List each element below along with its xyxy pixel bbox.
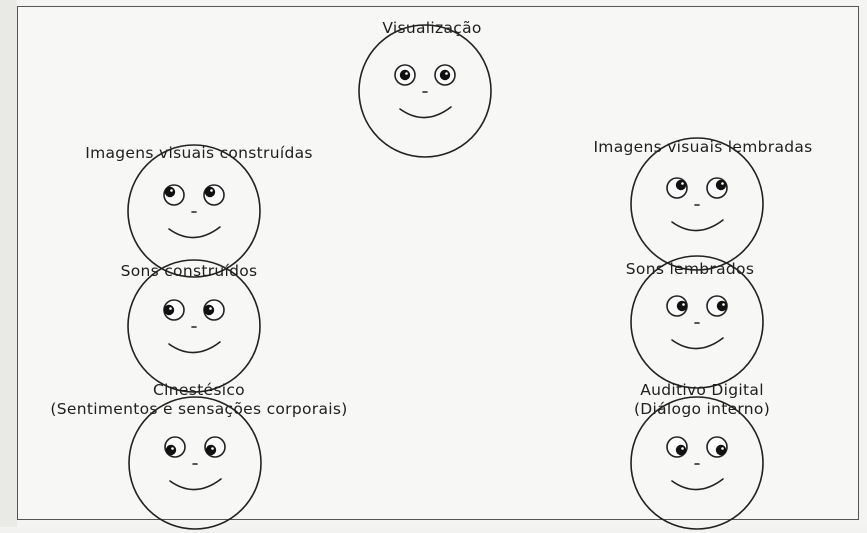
- pupil-highlight: [445, 72, 448, 75]
- left-pupil: [164, 186, 176, 198]
- face-auditivo-digital: [627, 393, 767, 533]
- mouth: [399, 106, 452, 119]
- left-pupil: [676, 300, 688, 312]
- left-pupil: [675, 444, 687, 456]
- face-outline: [630, 396, 764, 530]
- face-outline: [127, 259, 261, 393]
- label-imagens-visuais-lembradas: Imagens visuais lembradas: [593, 138, 812, 157]
- left-pupil: [163, 304, 175, 316]
- face-outline: [630, 255, 764, 389]
- pupil-highlight: [210, 189, 213, 192]
- face-outline: [358, 24, 492, 158]
- label-line: (Sentimentos e sensações corporais): [50, 400, 348, 418]
- face-outline: [630, 137, 764, 271]
- mouth: [169, 478, 222, 491]
- face-imagens-visuais-construidas: [124, 141, 264, 281]
- mouth: [671, 478, 724, 491]
- pupil-highlight: [211, 447, 214, 450]
- diagram-frame: [17, 6, 859, 520]
- label-auditivo-digital: Auditivo Digital (Diálogo interno): [634, 381, 770, 419]
- pupil-highlight: [722, 303, 725, 306]
- pupil-highlight: [681, 182, 684, 185]
- label-line: Sons lembrados: [625, 260, 755, 278]
- face-outline: [127, 144, 261, 278]
- label-sons-lembrados: Sons lembrados: [626, 260, 754, 279]
- face-drawing: [127, 144, 261, 278]
- left-pupil: [165, 444, 177, 456]
- right-pupil: [203, 304, 215, 316]
- label-cinestesico: Cinestésico (Sentimentos e sensações cor…: [50, 381, 347, 419]
- face-sons-lembrados: [627, 252, 767, 392]
- face-imagens-visuais-lembradas: [627, 134, 767, 274]
- right-pupil: [716, 300, 728, 312]
- right-pupil: [204, 186, 216, 198]
- pupil-highlight: [209, 307, 212, 310]
- right-pupil: [439, 69, 451, 81]
- pupil-highlight: [169, 307, 172, 310]
- face-visualizacao: [355, 21, 495, 161]
- pupil-highlight: [681, 447, 684, 450]
- mouth: [671, 219, 724, 232]
- face-outline: [128, 396, 262, 530]
- pupil-highlight: [171, 447, 174, 450]
- label-line: Imagens visuais lembradas: [593, 138, 813, 156]
- pupil-highlight: [721, 182, 724, 185]
- right-pupil: [205, 444, 217, 456]
- right-pupil: [715, 179, 727, 191]
- label-line: Cinestésico: [153, 381, 245, 399]
- face-drawing: [128, 396, 262, 530]
- face-drawing: [630, 255, 764, 389]
- face-drawing: [630, 396, 764, 530]
- label-line: (Diálogo interno): [633, 400, 771, 418]
- face-cinestesico: [125, 393, 265, 533]
- mouth: [671, 337, 724, 350]
- label-imagens-visuais-construidas: Imagens visuais construídas: [85, 144, 313, 163]
- mouth: [168, 341, 221, 354]
- pupil-highlight: [170, 189, 173, 192]
- face-sons-construidos: [124, 256, 264, 396]
- face-drawing: [127, 259, 261, 393]
- mouth: [168, 226, 221, 239]
- left-pupil: [675, 179, 687, 191]
- scan-margin: [0, 0, 17, 527]
- left-pupil: [399, 69, 411, 81]
- pupil-highlight: [721, 447, 724, 450]
- right-pupil: [715, 444, 727, 456]
- face-drawing: [630, 137, 764, 271]
- label-line: Auditivo Digital: [640, 381, 764, 399]
- pupil-highlight: [405, 72, 408, 75]
- face-drawing: [358, 24, 492, 158]
- pupil-highlight: [682, 303, 685, 306]
- label-line: Imagens visuais construídas: [85, 144, 313, 162]
